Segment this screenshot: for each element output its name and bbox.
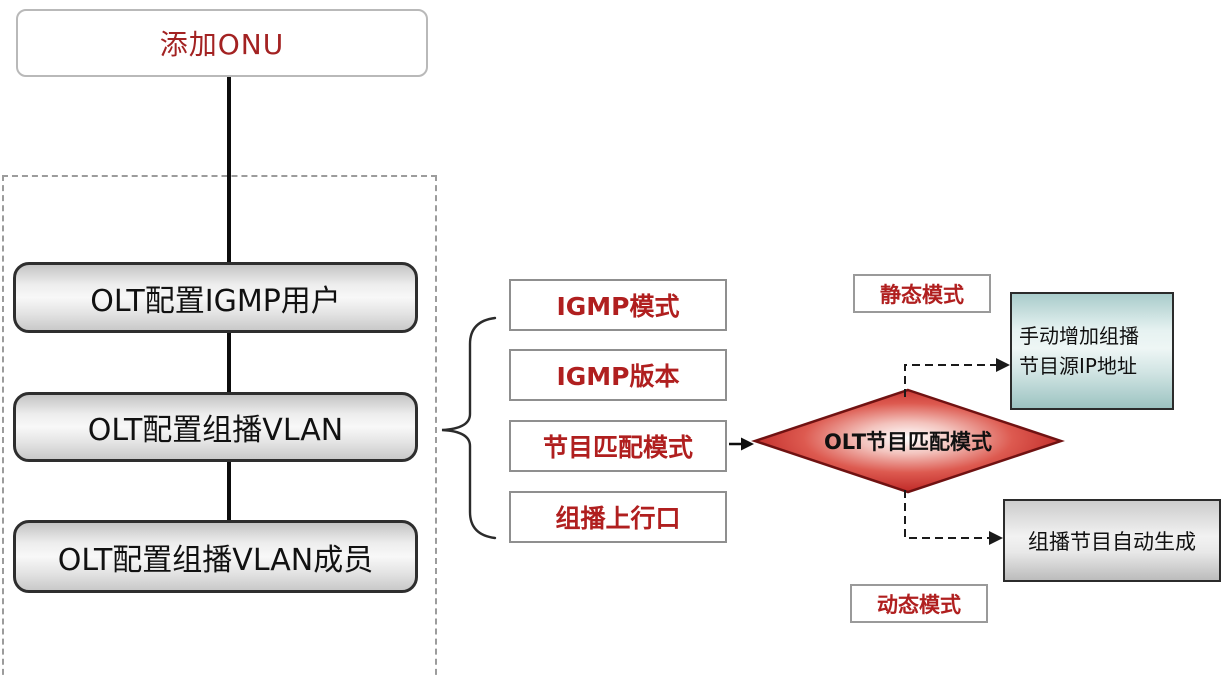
mode-label-static: 静态模式 <box>853 274 991 313</box>
result-box-manual-add-source-ip: 手动增加组播 节目源IP地址 <box>1010 292 1174 410</box>
param-label: 组播上行口 <box>555 504 681 533</box>
result-label: 组播节目自动生成 <box>1028 529 1196 554</box>
step-node-label: OLT配置IGMP用户 <box>90 283 341 319</box>
param-label: IGMP模式 <box>556 292 680 321</box>
mode-label-dynamic: 动态模式 <box>850 584 988 623</box>
mode-label-text: 动态模式 <box>877 592 961 617</box>
step-node-olt-multicast-vlan: OLT配置组播VLAN <box>13 392 418 462</box>
step-node-olt-multicast-vlan-member: OLT配置组播VLAN成员 <box>13 520 418 593</box>
brace-connector <box>441 316 497 540</box>
result-box-auto-generate-programs: 组播节目自动生成 <box>1003 499 1221 582</box>
param-box-multicast-uplink-port: 组播上行口 <box>509 491 727 543</box>
param-box-program-match-mode: 节目匹配模式 <box>509 420 727 472</box>
config-steps-group-outline <box>2 175 437 675</box>
param-box-igmp-version: IGMP版本 <box>509 349 727 401</box>
step-node-label: OLT配置组播VLAN成员 <box>57 542 374 578</box>
param-box-igmp-mode: IGMP模式 <box>509 279 727 331</box>
step-node-olt-igmp-user: OLT配置IGMP用户 <box>13 262 418 333</box>
param-label: 节目匹配模式 <box>542 433 693 462</box>
dashed-arrow-dynamic-branch <box>904 490 1003 545</box>
decision-diamond-olt-program-match: OLT节目匹配模式 <box>751 387 1065 495</box>
start-node-add-onu: 添加ONU <box>16 9 428 77</box>
mode-label-text: 静态模式 <box>880 282 964 307</box>
result-line: 节目源IP地址 <box>1019 354 1137 378</box>
start-node-label: 添加ONU <box>159 28 285 61</box>
step-node-label: OLT配置组播VLAN <box>87 413 344 448</box>
param-label: IGMP版本 <box>556 362 680 391</box>
decision-label: OLT节目匹配模式 <box>823 430 993 454</box>
result-line: 手动增加组播 <box>1019 324 1139 348</box>
